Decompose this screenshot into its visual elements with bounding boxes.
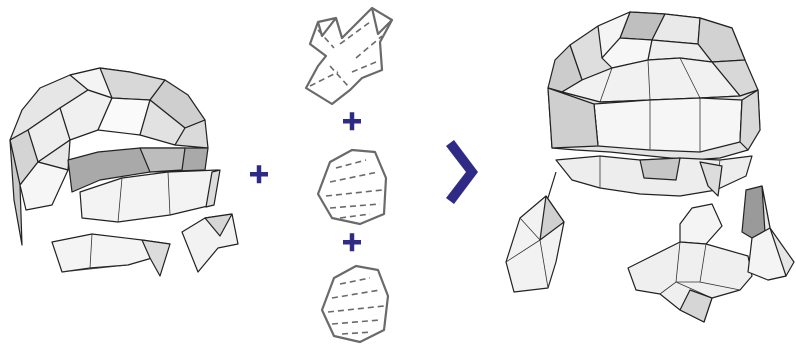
assembled-head-nose-net (628, 204, 752, 322)
head-jaw-piece-right (182, 214, 238, 272)
plus-operator (343, 112, 361, 130)
paper-net-cone-lower (322, 266, 388, 342)
head-jaw-piece-left (52, 234, 170, 276)
greater-than-arrow (446, 140, 478, 204)
assembled-head-hanging-side-piece (506, 172, 564, 292)
assembled-head-right-piece (742, 186, 794, 280)
plus-operator (250, 165, 268, 183)
assembled-head-jaw (556, 156, 752, 196)
partial-head-model (10, 68, 238, 276)
paper-net-cross (306, 8, 392, 104)
assembled-head-dome (548, 12, 758, 102)
plus-operator (343, 233, 361, 251)
paper-net-cone-upper (318, 150, 386, 224)
assembled-head-model (506, 12, 794, 322)
